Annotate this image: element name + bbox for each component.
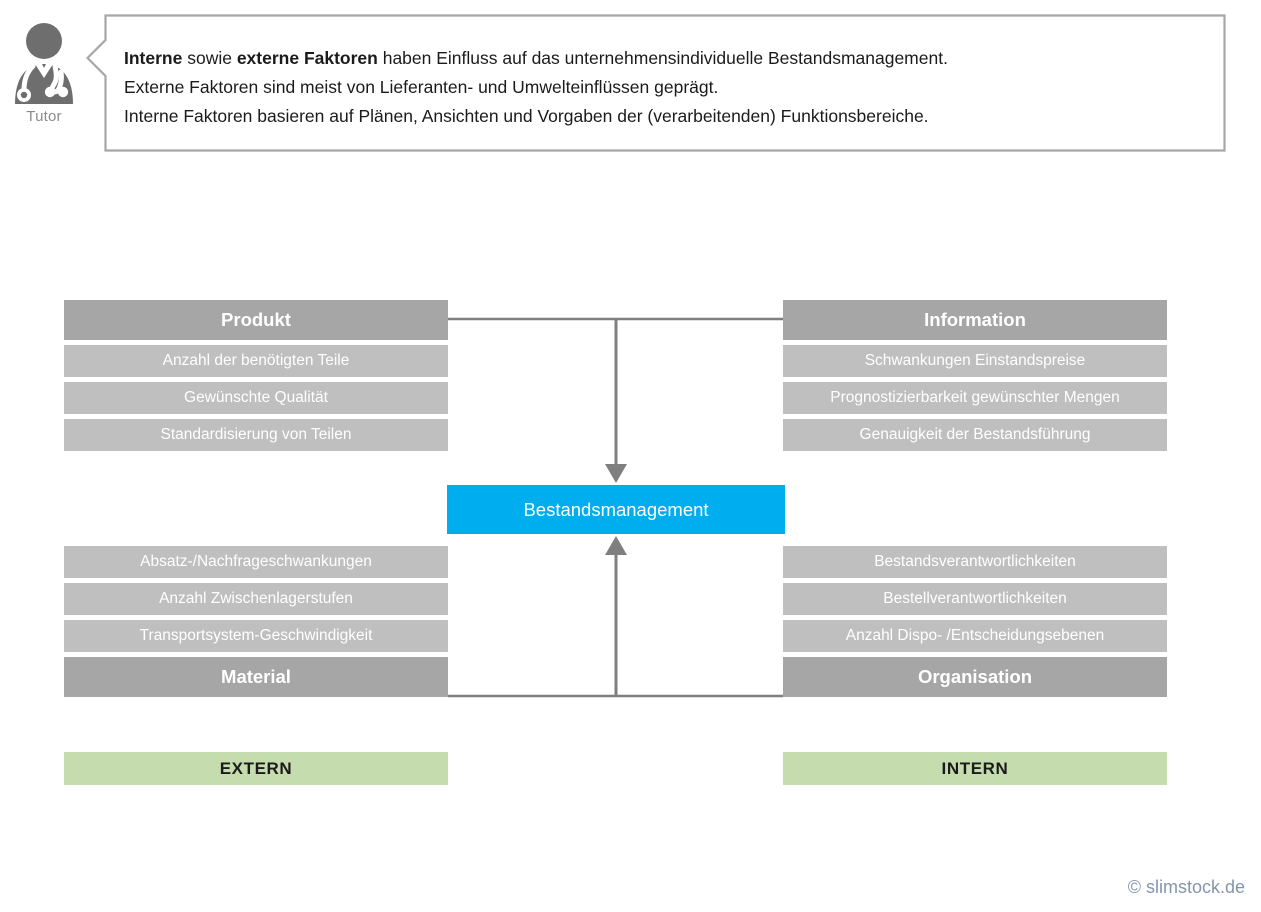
copyright-notice: © slimstock.de: [1127, 877, 1245, 897]
tutor-avatar-block: Tutor: [8, 16, 80, 125]
legend-bar-intern: INTERN: [783, 752, 1167, 785]
callout-line-3: Interne Faktoren basieren auf Plänen, An…: [124, 106, 929, 126]
factor-item[interactable]: Transportsystem-Geschwindigkeit: [64, 620, 448, 652]
quadrant-header-information[interactable]: Information: [783, 300, 1167, 340]
callout-bold-interne: Interne: [124, 48, 183, 68]
callout-text-block: Interne sowie externe Faktoren haben Ein…: [124, 44, 1210, 131]
factor-item[interactable]: Gewünschte Qualität: [64, 382, 448, 414]
arrowhead-up-icon: [605, 536, 627, 555]
quadrant-bottom-left: Absatz-/Nachfrageschwankungen Anzahl Zwi…: [64, 546, 448, 697]
quadrant-header-organisation[interactable]: Organisation: [783, 657, 1167, 697]
factor-item[interactable]: Bestandsverantwortlichkeiten: [783, 546, 1167, 578]
quadrant-top-left: Produkt Anzahl der benötigten Teile Gewü…: [64, 300, 448, 451]
factor-item[interactable]: Schwankungen Einstandspreise: [783, 345, 1167, 377]
legend-bar-extern: EXTERN: [64, 752, 448, 785]
callout-line1-rest: haben Einfluss auf das unternehmensindiv…: [377, 48, 948, 68]
factor-item[interactable]: Anzahl Dispo- /Entscheidungsebenen: [783, 620, 1167, 652]
callout-line-1: Interne sowie externe Faktoren haben Ein…: [124, 44, 1210, 73]
quadrant-bottom-right: Bestandsverantwortlichkeiten Bestellvera…: [783, 546, 1167, 697]
tutor-callout-bubble: Interne sowie externe Faktoren haben Ein…: [86, 14, 1226, 152]
arrowhead-down-icon: [605, 464, 627, 483]
callout-bubble-shape: [86, 14, 1226, 152]
callout-line-2: Externe Faktoren sind meist von Lieferan…: [124, 77, 719, 97]
factor-item[interactable]: Prognostizierbarkeit gewünschter Mengen: [783, 382, 1167, 414]
quadrant-header-material[interactable]: Material: [64, 657, 448, 697]
tutor-doctor-avatar-icon: [15, 23, 73, 104]
center-box-bestandsmanagement[interactable]: Bestandsmanagement: [447, 485, 785, 534]
factor-item[interactable]: Bestellverantwortlichkeiten: [783, 583, 1167, 615]
factor-item[interactable]: Standardisierung von Teilen: [64, 419, 448, 451]
tutor-label: Tutor: [26, 108, 62, 125]
factor-item[interactable]: Anzahl der benötigten Teile: [64, 345, 448, 377]
factor-item[interactable]: Anzahl Zwischenlagerstufen: [64, 583, 448, 615]
callout-bold-externe-faktoren: externe Faktoren: [236, 48, 378, 68]
quadrant-header-produkt[interactable]: Produkt: [64, 300, 448, 340]
callout-line1-mid: sowie: [182, 48, 237, 68]
factor-item[interactable]: Absatz-/Nachfrageschwankungen: [64, 546, 448, 578]
factor-item[interactable]: Genauigkeit der Bestandsführung: [783, 419, 1167, 451]
quadrant-top-right: Information Schwankungen Einstandspreise…: [783, 300, 1167, 451]
